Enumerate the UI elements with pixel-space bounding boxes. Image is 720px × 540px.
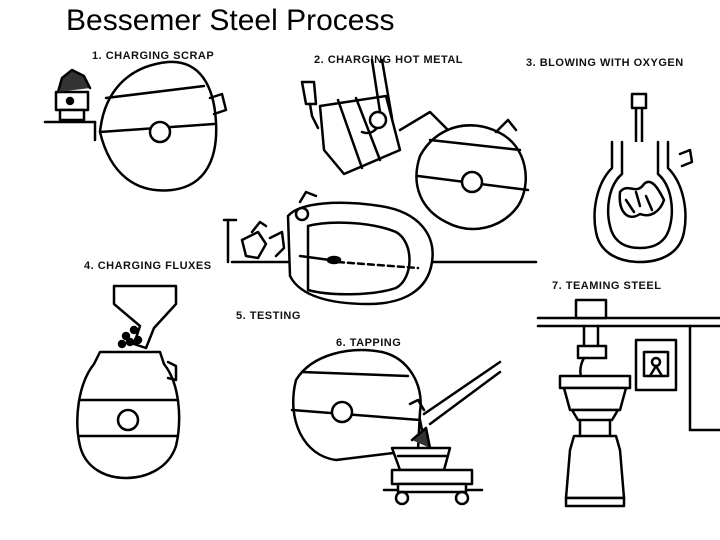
step-2-illustration <box>300 58 530 231</box>
step-3-illustration <box>593 92 694 264</box>
flux-hopper-illustration <box>76 284 181 480</box>
step-7-illustration <box>536 298 720 508</box>
step-1-label: 1. CHARGING SCRAP <box>92 50 215 62</box>
step-4-label: 4. CHARGING FLUXES <box>84 260 212 272</box>
step-7-label: 7. TEAMING STEEL <box>552 280 662 292</box>
step-3-label: 3. BLOWING WITH OXYGEN <box>526 57 684 69</box>
step-6-illustration <box>290 348 502 506</box>
page-title: Bessemer Steel Process <box>66 4 395 37</box>
step-2-label: 2. CHARGING HOT METAL <box>314 54 464 66</box>
step-4-5-illustration <box>222 190 538 306</box>
step-1-illustration <box>43 60 228 192</box>
step-5-label: 5. TESTING <box>236 310 301 322</box>
step-6-label: 6. TAPPING <box>336 337 402 349</box>
